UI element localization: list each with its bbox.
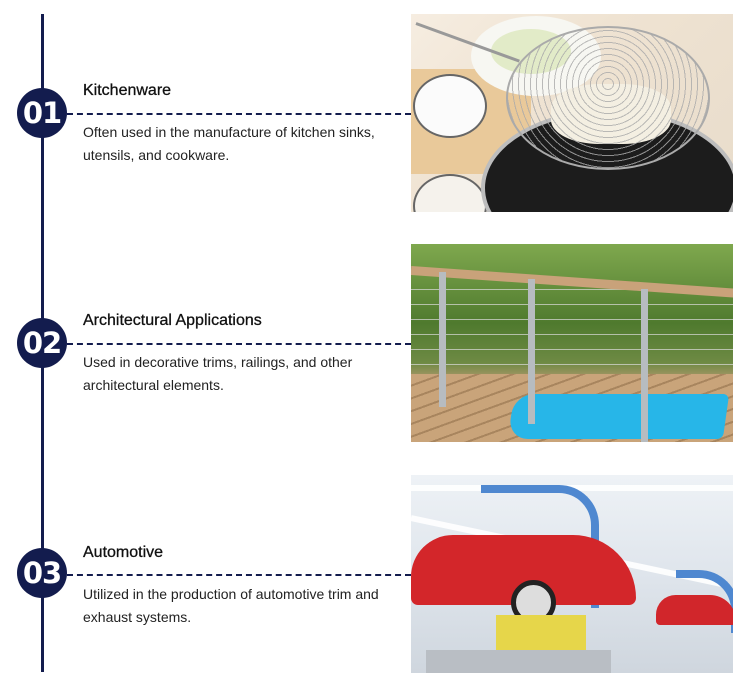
item-title: Automotive: [83, 544, 164, 561]
step-number-badge: 01: [17, 88, 67, 138]
architectural-railing-image: [411, 244, 733, 442]
item-description: Used in decorative trims, railings, and …: [83, 354, 353, 393]
step-number-badge: 03: [17, 548, 67, 598]
dashed-connector: [67, 574, 411, 576]
kitchenware-image: [411, 14, 733, 212]
item-title: Kitchenware: [83, 82, 172, 99]
timeline-item-automotive: 03 Automotive Utilized in the production…: [0, 0, 746, 673]
item-title: Architectural Applications: [83, 312, 262, 329]
automotive-factory-image: [411, 475, 733, 673]
item-description: Utilized in the production of automotive…: [83, 586, 379, 625]
step-number-badge: 02: [17, 318, 67, 368]
dashed-connector: [67, 343, 411, 345]
timeline-item-architectural: 02 Architectural Applications Used in de…: [0, 0, 746, 442]
item-description: Often used in the manufacture of kitchen…: [83, 124, 375, 163]
timeline-item-kitchenware: 01 Kitchenware Often used in the manufac…: [0, 0, 746, 230]
dashed-connector: [67, 113, 411, 115]
